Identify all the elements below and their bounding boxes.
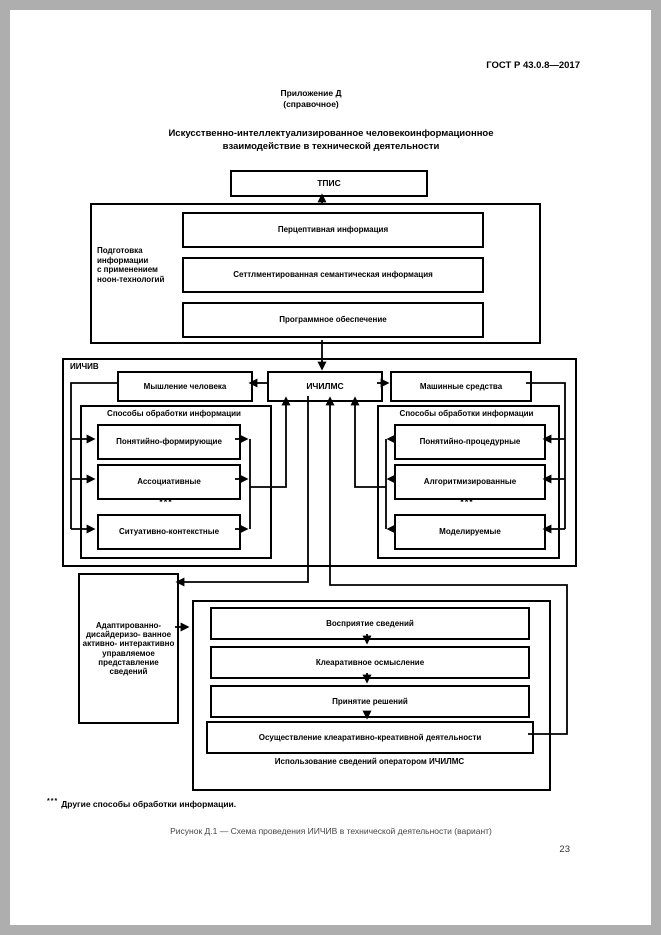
- asterisks-marker-right: ***: [460, 497, 474, 507]
- prep-frame: [90, 203, 541, 344]
- prep-item-software: Программное обеспечение: [182, 302, 484, 338]
- usage-step-activity: Осуществление клеаративно-креативной дея…: [206, 721, 534, 754]
- methods-header-right: Способы обработки информации: [399, 409, 534, 418]
- iichiv-frame: [62, 358, 577, 567]
- method-box-associative: Ассоциативные: [97, 464, 241, 500]
- prep-item-perceptive: Перцептивная информация: [182, 212, 484, 248]
- usage-step-comprehension: Клеаративное осмысление: [210, 646, 530, 679]
- figure-caption: Рисунок Д.1 — Схема проведения ИИЧИВ в т…: [170, 826, 492, 836]
- document-title: Искусственно-интеллектуализированное чел…: [168, 128, 494, 152]
- scan-border-right: [651, 0, 661, 935]
- footnote-text: Другие способы обработки информации.: [61, 798, 237, 809]
- method-box-algorithmized: Алгоритмизированные: [394, 464, 546, 500]
- prep-side-label: Подготовка информации с применением ноон…: [97, 246, 165, 284]
- scan-border-left: [0, 0, 10, 935]
- footnote: ***Другие способы обработки информации.: [47, 798, 236, 809]
- iichiv-frame-label: ИИЧИВ: [70, 362, 99, 371]
- method-box-concept-forming: Понятийно-формирующие: [97, 424, 241, 460]
- usage-step-decision: Принятие решений: [210, 685, 530, 718]
- methods-header-left: Способы обработки информации: [107, 409, 241, 418]
- tpis-box: ТПИС: [230, 170, 428, 197]
- page-number: 23: [559, 844, 570, 855]
- presentation-box: Адаптированно- дисайдеризо- ванное актив…: [78, 573, 179, 724]
- ichilms-box: ИЧИЛМС: [267, 371, 383, 402]
- machine-means-box: Машинные средства: [390, 371, 532, 402]
- footnote-marker: ***: [47, 798, 59, 805]
- standard-code: ГОСТ Р 43.0.8—2017: [486, 60, 580, 71]
- annex-heading: Приложение Д (справочное): [280, 88, 342, 110]
- scan-border-bottom: [0, 925, 661, 935]
- method-box-modeled: Моделируемые: [394, 514, 546, 550]
- asterisks-marker-left: ***: [159, 497, 173, 507]
- method-box-situational: Ситуативно-контекстные: [97, 514, 241, 550]
- human-thinking-box: Мышление человека: [117, 371, 253, 402]
- scan-border-top: [0, 0, 661, 10]
- usage-caption: Использование сведений оператором ИЧИЛМС: [274, 757, 465, 766]
- usage-step-perception: Восприятие сведений: [210, 607, 530, 640]
- prep-item-semantic: Сеттлментированная семантическая информа…: [182, 257, 484, 293]
- method-box-concept-procedural: Понятийно-процедурные: [394, 424, 546, 460]
